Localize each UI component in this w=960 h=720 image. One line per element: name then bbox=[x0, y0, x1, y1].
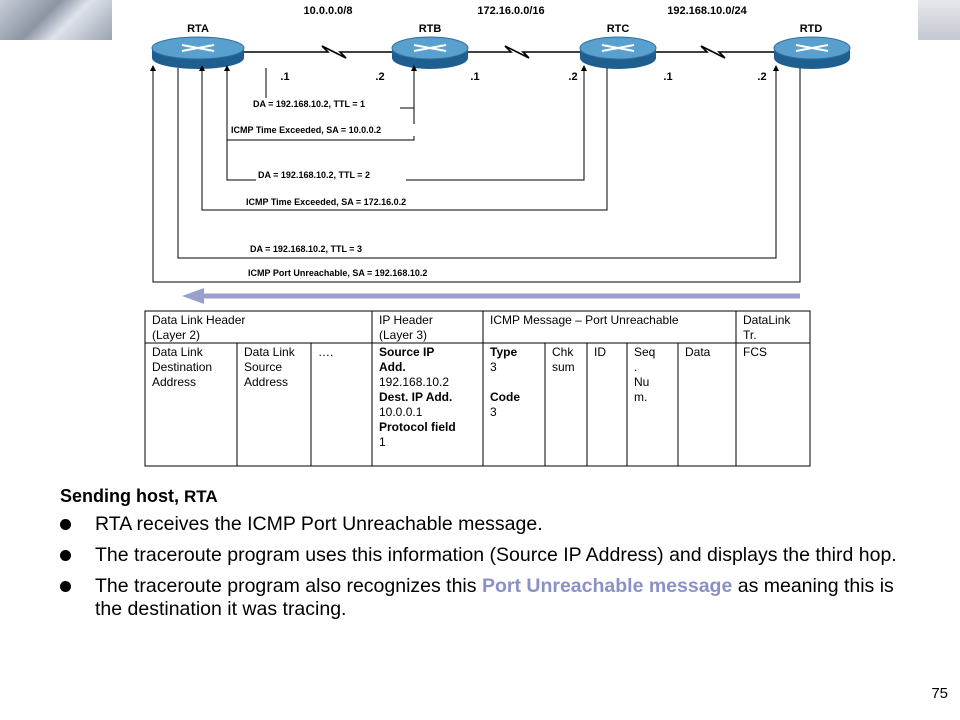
decorative-image-topright bbox=[918, 0, 960, 40]
svg-text:….: …. bbox=[318, 345, 333, 359]
section-heading: Sending host, RTA bbox=[60, 486, 920, 507]
svg-text:.: . bbox=[634, 360, 637, 374]
svg-text:Nu: Nu bbox=[634, 375, 649, 389]
packet-cell-dl-dest: Data Link Destination Address bbox=[152, 345, 212, 389]
svg-text:Chk: Chk bbox=[552, 345, 574, 359]
serial-link-rtc-rtd bbox=[656, 45, 774, 59]
serial-links bbox=[244, 45, 774, 59]
router-label-rtd: RTD bbox=[800, 23, 823, 35]
bullet-item: RTA receives the ICMP Port Unreachable m… bbox=[60, 513, 920, 536]
svg-text:Seq: Seq bbox=[634, 345, 655, 359]
svg-text:Destination: Destination bbox=[152, 360, 212, 374]
serial-link-rta-rtb bbox=[244, 45, 392, 59]
packet-cell-dl-src: Data Link Source Address bbox=[244, 345, 296, 389]
packet-table bbox=[144, 310, 811, 467]
svg-text:Dest. IP Add.: Dest. IP Add. bbox=[379, 390, 452, 404]
interface-label: .1 bbox=[470, 71, 479, 83]
flow-label-time-exceeded-1: ICMP Time Exceeded, SA = 10.0.0.2 bbox=[231, 125, 381, 135]
bullet-text: RTA receives the ICMP Port Unreachable m… bbox=[95, 513, 543, 535]
svg-text:Data Link: Data Link bbox=[152, 345, 204, 359]
bullet-text: The traceroute program also recognizes t… bbox=[95, 575, 477, 597]
bullet-list: RTA receives the ICMP Port Unreachable m… bbox=[60, 513, 920, 621]
direction-arrow bbox=[182, 288, 800, 304]
svg-text:FCS: FCS bbox=[743, 345, 767, 359]
bullet-dot-icon bbox=[60, 581, 71, 592]
packet-header-icmp: ICMP Message – Port Unreachable bbox=[490, 313, 679, 327]
bullet-text: as meaning this is the destination it wa… bbox=[95, 575, 894, 620]
bullet-item: The traceroute program also recognizes t… bbox=[60, 575, 920, 621]
svg-text:Code: Code bbox=[490, 390, 520, 404]
flow-label-ttl1: DA = 192.168.10.2, TTL = 1 bbox=[253, 99, 365, 109]
flow-label-port-unreachable: ICMP Port Unreachable, SA = 192.168.10.2 bbox=[248, 268, 427, 278]
svg-text:ID: ID bbox=[594, 345, 606, 359]
bullet-text: The traceroute program uses this informa… bbox=[95, 544, 897, 566]
svg-text:Data Link: Data Link bbox=[244, 345, 296, 359]
svg-text:3: 3 bbox=[490, 360, 497, 374]
flow-label-ttl3: DA = 192.168.10.2, TTL = 3 bbox=[250, 244, 362, 254]
flow-label-time-exceeded-2: ICMP Time Exceeded, SA = 172.16.0.2 bbox=[246, 197, 406, 207]
flow-time-exceeded-2 bbox=[199, 65, 608, 211]
heading-text: Sending host, bbox=[60, 486, 179, 506]
svg-text:Protocol field: Protocol field bbox=[379, 420, 456, 434]
network-label-3: 192.168.10.0/24 bbox=[667, 5, 747, 17]
packet-cell-type-code: Type 3 Code 3 bbox=[490, 345, 520, 419]
serial-link-rtb-rtc bbox=[468, 45, 580, 59]
svg-text:Add.: Add. bbox=[379, 360, 406, 374]
packet-cell-checksum: Chk sum bbox=[552, 345, 575, 374]
packet-cell-ip: Source IP Add. 192.168.10.2 Dest. IP Add… bbox=[379, 345, 456, 449]
svg-text:Source: Source bbox=[244, 360, 282, 374]
packet-header-datalink-trailer-line1: DataLink bbox=[743, 313, 791, 327]
router-label-rta: RTA bbox=[187, 23, 209, 35]
packet-cell-id: ID bbox=[594, 345, 606, 359]
interface-label: .2 bbox=[375, 71, 384, 83]
packet-header-datalink-trailer-line2: Tr. bbox=[743, 328, 757, 342]
router-label-rtb: RTB bbox=[419, 23, 442, 35]
packet-cell-ellipsis: …. bbox=[318, 345, 333, 359]
network-label-2: 172.16.0.0/16 bbox=[477, 5, 544, 17]
router-rtd bbox=[773, 36, 851, 69]
highlight-text: Port Unreachable message bbox=[481, 575, 733, 597]
svg-text:192.168.10.2: 192.168.10.2 bbox=[379, 375, 449, 389]
heading-host: RTA bbox=[184, 487, 218, 506]
svg-text:Address: Address bbox=[152, 375, 196, 389]
network-label-1: 10.0.0.0/8 bbox=[304, 5, 353, 17]
bullet-dot-icon bbox=[60, 550, 71, 561]
packet-header-ip-line2: (Layer 3) bbox=[379, 328, 427, 342]
traceroute-diagram: 10.0.0.0/8 172.16.0.0/16 192.168.10.0/24… bbox=[144, 5, 851, 467]
svg-text:1: 1 bbox=[379, 435, 386, 449]
bullet-item: The traceroute program uses this informa… bbox=[60, 544, 920, 567]
svg-text:3: 3 bbox=[490, 405, 497, 419]
explanation-text: Sending host, RTA RTA receives the ICMP … bbox=[60, 486, 920, 629]
svg-text:Address: Address bbox=[244, 375, 288, 389]
svg-text:Source IP: Source IP bbox=[379, 345, 434, 359]
svg-text:10.0.0.1: 10.0.0.1 bbox=[379, 405, 423, 419]
svg-text:sum: sum bbox=[552, 360, 575, 374]
packet-cell-data: Data bbox=[685, 345, 711, 359]
interface-label: .2 bbox=[568, 71, 577, 83]
router-label-rtc: RTC bbox=[607, 23, 630, 35]
router-rta bbox=[151, 36, 245, 69]
router-rtc bbox=[579, 36, 657, 69]
packet-cell-seq: Seq . Nu m. bbox=[634, 345, 655, 404]
bullet-dot-icon bbox=[60, 519, 71, 530]
svg-text:Data: Data bbox=[685, 345, 711, 359]
router-rtb bbox=[391, 36, 469, 69]
flow-port-unreachable bbox=[150, 65, 801, 283]
flow-label-ttl2: DA = 192.168.10.2, TTL = 2 bbox=[258, 170, 370, 180]
packet-header-ip-line1: IP Header bbox=[379, 313, 433, 327]
packet-header-datalink-line1: Data Link Header bbox=[152, 313, 245, 327]
page-number: 75 bbox=[931, 685, 948, 702]
svg-text:m.: m. bbox=[634, 390, 647, 404]
svg-text:Type: Type bbox=[490, 345, 517, 359]
interface-label: .1 bbox=[280, 71, 289, 83]
packet-header-datalink-line2: (Layer 2) bbox=[152, 328, 200, 342]
flow-ttl3 bbox=[177, 65, 779, 259]
decorative-image-topleft bbox=[0, 0, 112, 40]
interface-label: .2 bbox=[757, 71, 766, 83]
interface-label: .1 bbox=[663, 71, 672, 83]
packet-cell-fcs: FCS bbox=[743, 345, 767, 359]
